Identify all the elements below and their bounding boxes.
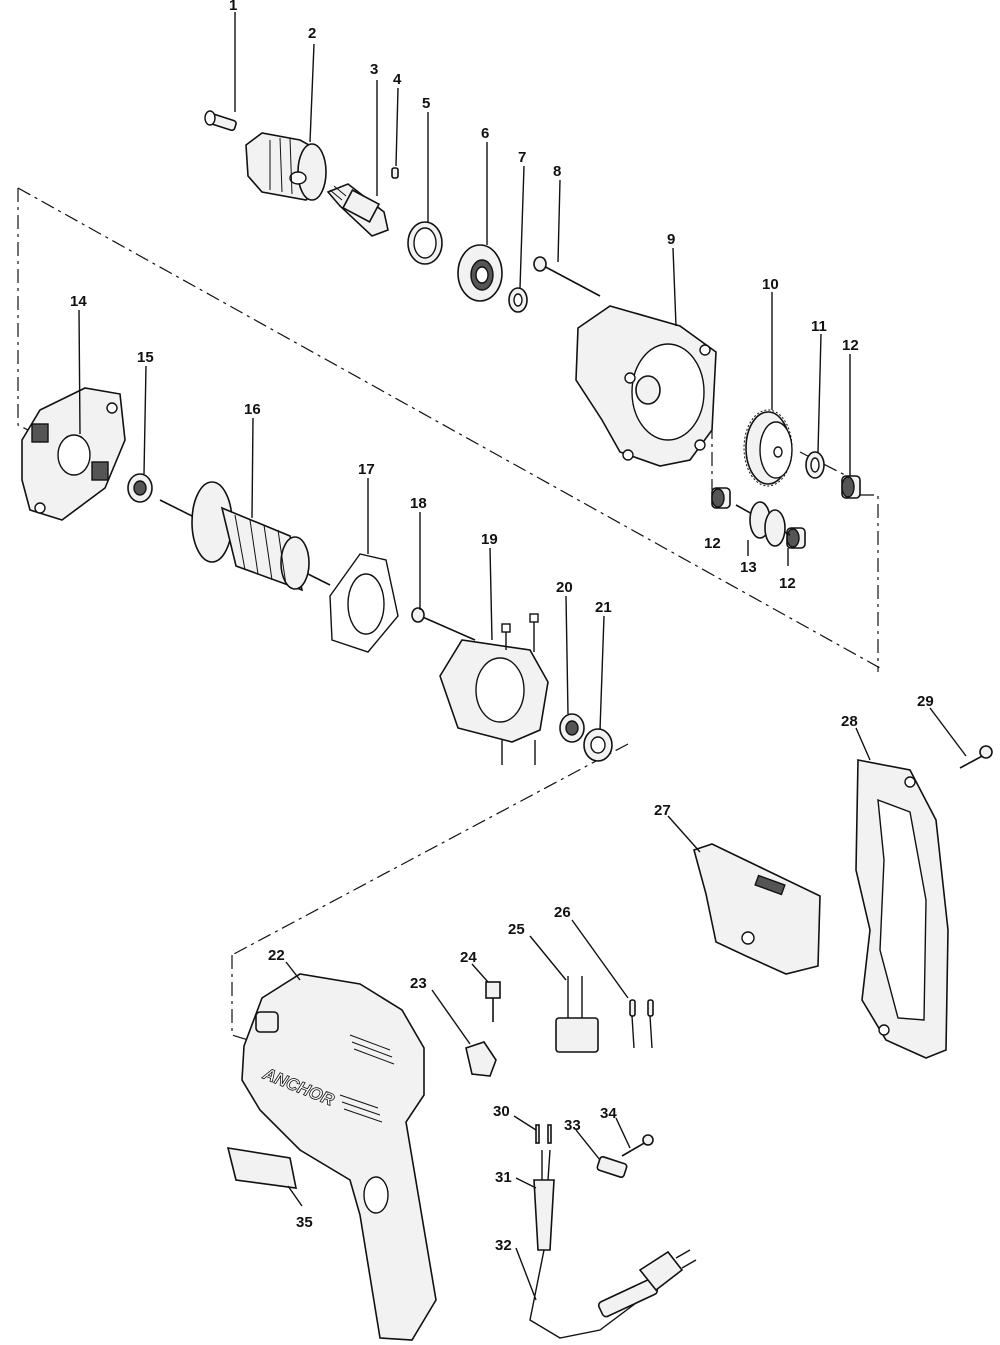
callout-20: 20 <box>556 579 573 596</box>
housing-vent-slots <box>339 1034 395 1123</box>
callout-3: 3 <box>370 61 378 78</box>
callout-12-left: 12 <box>704 535 721 552</box>
part-14-brush-holder-plate <box>21 387 126 521</box>
part-32-power-cord <box>529 1249 697 1339</box>
part-2-drill-chuck <box>245 132 327 201</box>
part-20-ball-bearing <box>559 713 585 743</box>
callout-18: 18 <box>410 495 427 512</box>
callout-11: 11 <box>811 318 827 335</box>
callout-8: 8 <box>553 163 561 180</box>
callout-2: 2 <box>308 25 316 42</box>
part-12-bearing-left <box>711 487 731 509</box>
callout-1: 1 <box>229 0 237 14</box>
part-9-gear-housing <box>575 305 717 467</box>
part-29-screw <box>959 745 993 769</box>
part-22-motor-housing: ANCHOR <box>241 973 437 1341</box>
part-13-pinion-shaft <box>735 501 791 547</box>
part-10-spur-gear <box>743 409 793 487</box>
part-26-wire-terminals <box>629 999 654 1049</box>
callout-19: 19 <box>481 531 498 548</box>
part-34-screw <box>621 1134 654 1157</box>
callout-30: 30 <box>493 1103 510 1120</box>
part-3-spindle <box>326 183 389 237</box>
callout-24: 24 <box>460 949 477 966</box>
part-15-ball-bearing <box>127 473 153 503</box>
callout-34: 34 <box>600 1105 617 1122</box>
part-12-bearing-right <box>786 527 806 549</box>
part-33-cord-clamp <box>596 1155 628 1179</box>
part-31-cord-guard <box>533 1149 555 1251</box>
part-17-baffle-plate <box>329 553 399 653</box>
callout-12-top: 12 <box>842 337 859 354</box>
callout-27: 27 <box>654 802 671 819</box>
callout-7: 7 <box>518 149 526 166</box>
callout-17: 17 <box>358 461 375 478</box>
callout-14: 14 <box>70 293 87 310</box>
part-4-woodruff-key <box>391 167 399 179</box>
part-16-armature <box>159 481 331 592</box>
part-7-washer <box>508 287 528 313</box>
callout-33: 33 <box>564 1117 581 1134</box>
callout-25: 25 <box>508 921 525 938</box>
callout-labels: 1 2 3 4 5 6 7 8 9 10 11 12 12 12 13 14 1… <box>70 0 967 1301</box>
callout-12-right: 12 <box>779 575 796 592</box>
callout-6: 6 <box>481 125 489 142</box>
callout-22: 22 <box>268 947 285 964</box>
part-18-screw <box>411 607 476 641</box>
part-35-name-plate <box>226 1147 298 1189</box>
part-27-trigger-switch <box>693 843 821 975</box>
part-8-long-screw <box>533 256 601 297</box>
part-21-bearing-sleeve <box>583 728 613 762</box>
callout-15: 15 <box>137 349 154 366</box>
callout-5: 5 <box>422 95 430 112</box>
part-1-chuck-screw <box>204 110 237 132</box>
part-5-retaining-ring <box>407 221 443 265</box>
callout-13: 13 <box>740 559 757 576</box>
part-25-capacitor <box>555 976 599 1053</box>
part-23-brush-holder <box>465 1041 497 1077</box>
part-11-retaining-ring <box>805 451 825 479</box>
part-30-terminals <box>535 1124 552 1144</box>
part-6-ball-bearing <box>457 244 503 302</box>
part-28-handle-half <box>855 759 949 1059</box>
part-12-bearing-top <box>841 475 861 499</box>
callout-23: 23 <box>410 975 427 992</box>
callout-28: 28 <box>841 713 858 730</box>
callout-10: 10 <box>762 276 779 293</box>
callout-4: 4 <box>393 71 402 88</box>
part-24-carbon-brush <box>485 981 501 1022</box>
part-19-field-stator <box>439 613 549 765</box>
callout-29: 29 <box>917 693 934 710</box>
callout-26: 26 <box>554 904 571 921</box>
callout-21: 21 <box>595 599 612 616</box>
callout-9: 9 <box>667 231 675 248</box>
callout-16: 16 <box>244 401 261 418</box>
callout-31: 31 <box>495 1169 512 1186</box>
callout-35: 35 <box>296 1214 313 1231</box>
callout-32: 32 <box>495 1237 512 1254</box>
